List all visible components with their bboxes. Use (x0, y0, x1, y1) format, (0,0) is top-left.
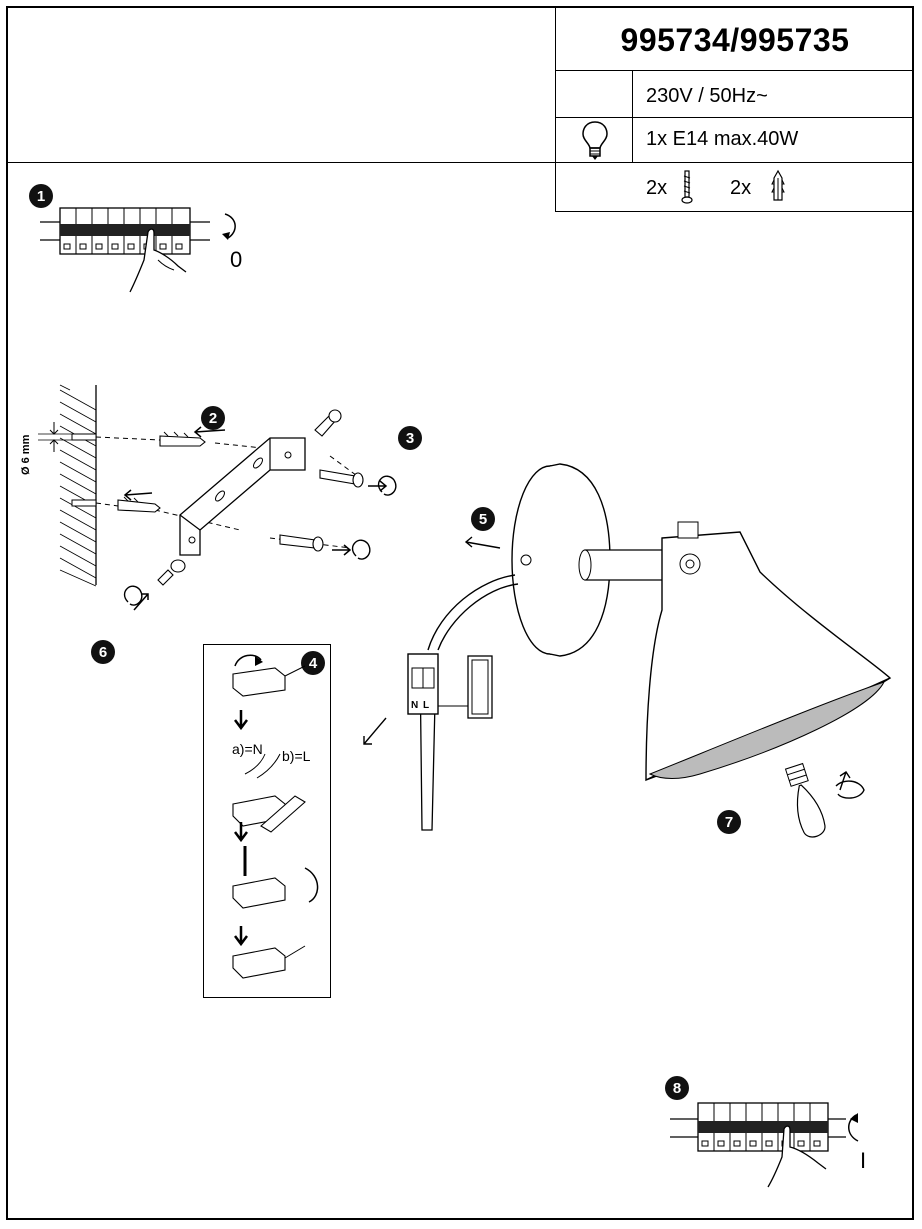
anchor-quantity: 2x (730, 177, 752, 199)
wall-anchor-icon (771, 169, 785, 201)
spec-table-bottom (555, 211, 914, 212)
wiring-steps-panel (203, 644, 331, 998)
spec-row-divider-3 (555, 162, 914, 163)
model-number: 995734/995735 (620, 21, 850, 58)
step-8-badge: 8 (665, 1076, 689, 1100)
voltage-spec: 230V / 50Hz~ (646, 85, 768, 107)
screw-icon (681, 170, 693, 204)
step-6-badge: 6 (91, 640, 115, 664)
power-on-label: I (860, 1148, 867, 1173)
spec-row-divider-1 (555, 70, 914, 71)
power-off-label: 0 (230, 247, 243, 272)
spec-icon-column-divider (632, 70, 633, 162)
bulb-spec: 1x E14 max.40W (646, 128, 799, 150)
spec-row-divider-2 (555, 117, 914, 118)
connector-wiring-illustration (232, 654, 319, 979)
breaker-panel-off-illustration (40, 207, 236, 293)
breaker-panel-on-illustration (670, 1102, 859, 1188)
page-frame (6, 6, 914, 1220)
terminal-n-label: N (411, 700, 419, 711)
step-7-badge: 7 (717, 810, 741, 834)
bulb-icon (582, 121, 608, 160)
spec-table-left-border (555, 6, 556, 211)
step-3-badge: 3 (398, 426, 422, 450)
header-divider (6, 162, 556, 163)
step-2-badge: 2 (201, 406, 225, 430)
screw-quantity: 2x (646, 177, 668, 199)
lamp-illustration (363, 463, 892, 838)
wall-mounting-illustration (38, 384, 397, 611)
step-4-badge: 4 (301, 651, 325, 675)
wire-n-label: a)=N (232, 741, 263, 757)
wire-l-label: b)=L (282, 748, 311, 764)
step-5-badge: 5 (471, 507, 495, 531)
terminal-l-label: L (423, 700, 430, 711)
drill-diameter-label: Ø 6 mm (20, 434, 32, 475)
step-1-badge: 1 (29, 184, 53, 208)
